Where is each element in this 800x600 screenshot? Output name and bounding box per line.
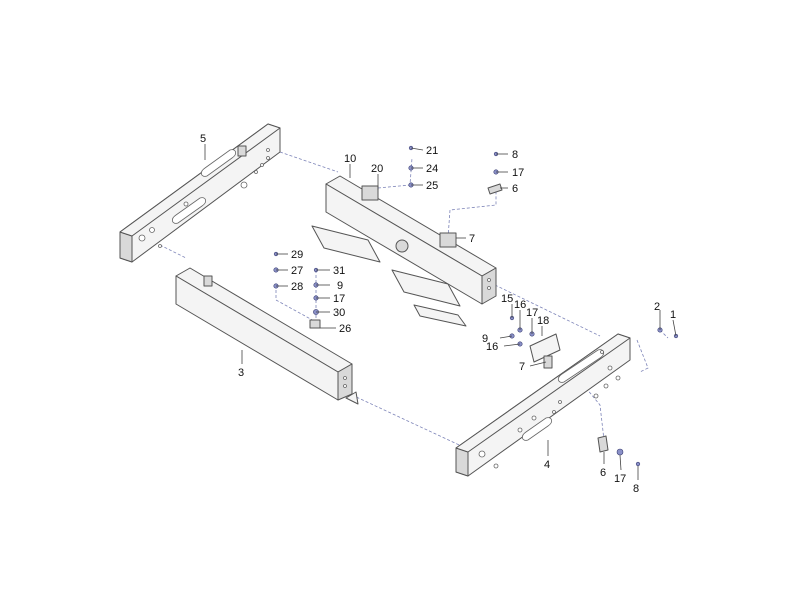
callout-20: 20	[371, 163, 383, 175]
callout-15: 15	[501, 293, 513, 305]
callout-21: 21	[426, 145, 438, 157]
callout-25: 25	[426, 180, 438, 192]
upper-cross-beam	[311, 175, 497, 327]
lower-cross-beam	[175, 267, 359, 405]
right-side-plate	[455, 333, 631, 477]
callout-17-bottom: 17	[614, 473, 626, 485]
callout-29: 29	[291, 249, 303, 261]
hinge-bracket	[529, 333, 561, 369]
callout-6-top: 6	[512, 183, 518, 195]
callouts: 5 10 20 21 24 25 8 17 6 7 29 27 28 31 9 …	[200, 133, 676, 495]
callout-28: 28	[291, 281, 303, 293]
callout-17-top: 17	[512, 167, 524, 179]
small-brackets	[487, 183, 609, 453]
callout-16-top: 16	[514, 299, 526, 311]
leader-lines	[204, 144, 677, 480]
callout-30: 30	[333, 307, 345, 319]
left-side-plate	[119, 123, 281, 263]
callout-8-bottom: 8	[633, 483, 639, 495]
callout-9-mid: 9	[482, 333, 488, 345]
callout-6-bottom: 6	[600, 467, 606, 479]
callout-1: 1	[670, 309, 676, 321]
callout-24: 24	[426, 163, 438, 175]
callout-3: 3	[238, 367, 244, 379]
callout-2: 2	[654, 301, 660, 313]
callout-8-top: 8	[512, 149, 518, 161]
callout-4: 4	[544, 459, 550, 471]
callout-7-mid: 7	[519, 361, 525, 373]
callout-16-mid: 16	[486, 341, 498, 353]
callout-17-mid: 17	[526, 307, 538, 319]
callout-31: 31	[333, 265, 345, 277]
callout-26: 26	[339, 323, 351, 335]
callout-18: 18	[537, 315, 549, 327]
callout-5: 5	[200, 133, 206, 145]
callout-7-top: 7	[469, 233, 475, 245]
callout-27: 27	[291, 265, 303, 277]
callout-10: 10	[344, 153, 356, 165]
callout-9-left: 9	[337, 280, 343, 292]
callout-17-left: 17	[333, 293, 345, 305]
